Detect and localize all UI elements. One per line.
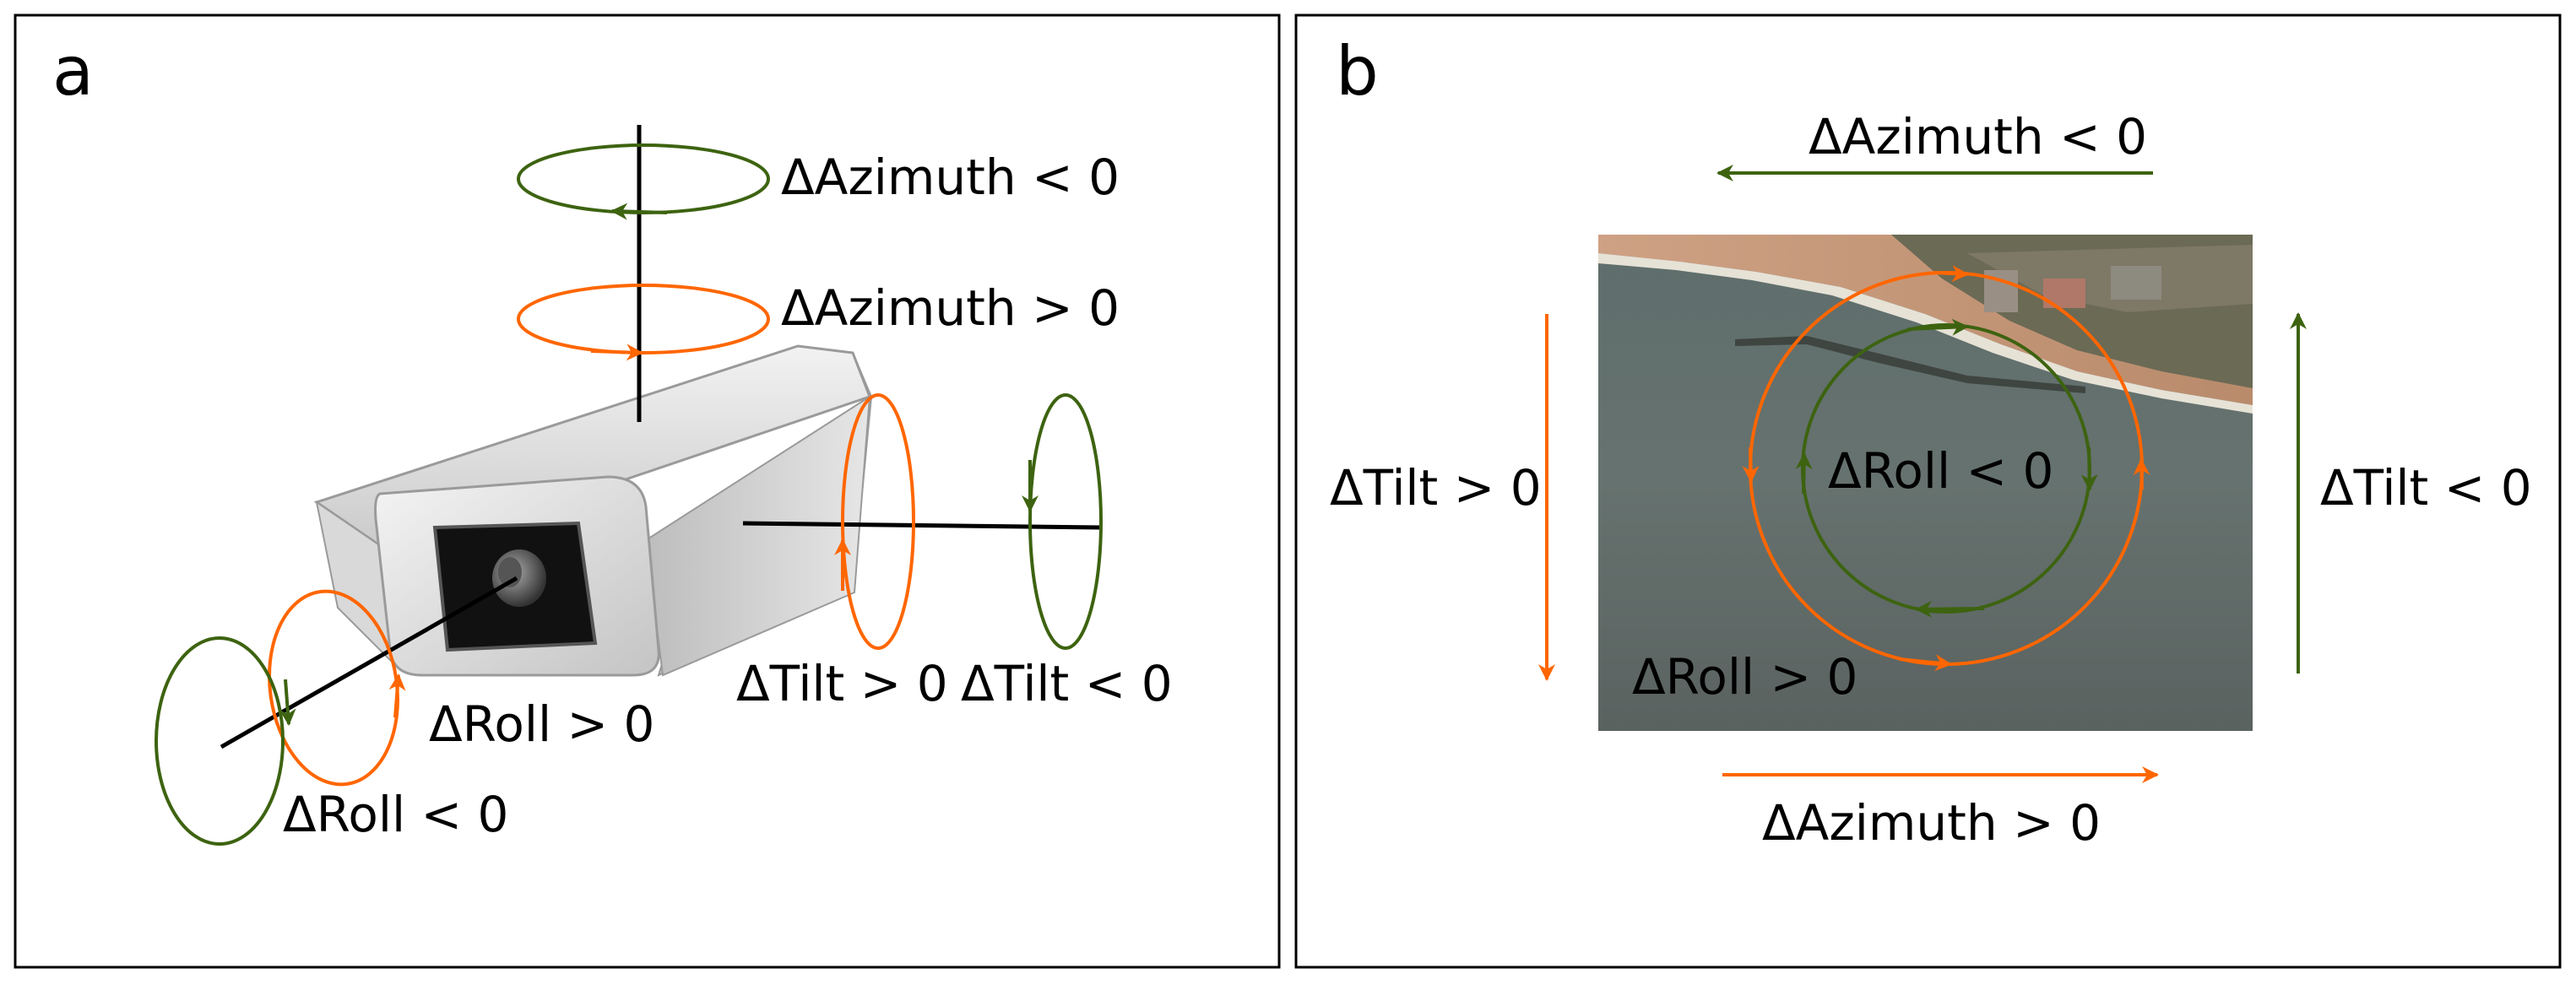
panel-a-frame	[14, 14, 1281, 969]
label-a-tilt-pos: ΔTilt > 0	[736, 655, 948, 712]
tilt-axis	[742, 521, 1103, 530]
azimuth-pos-rotation	[517, 284, 770, 354]
label-a-azimuth-neg: ΔAzimuth < 0	[781, 149, 1120, 206]
roll-pos-arrow	[388, 674, 406, 718]
label-b-roll-neg: ΔRoll < 0	[1828, 442, 2053, 500]
label-b-tilt-pos: ΔTilt > 0	[1330, 459, 1542, 517]
panel-a-letter: a	[52, 32, 94, 111]
azimuth-pos-arrow	[590, 344, 643, 361]
b-roll-pos-arrow-bottom	[1899, 654, 1952, 672]
tilt-neg-rotation	[1028, 393, 1103, 650]
b-roll-neg-arrow-right	[2080, 446, 2098, 491]
azimuth-neg-arrow	[610, 203, 668, 220]
tilt-pos-rotation	[841, 393, 915, 650]
label-b-azimuth-pos: ΔAzimuth > 0	[1762, 794, 2101, 852]
camera-illustration	[313, 344, 873, 677]
label-b-tilt-neg: ΔTilt < 0	[2320, 459, 2532, 517]
label-b-azimuth-neg: ΔAzimuth < 0	[1809, 108, 2147, 165]
roll-neg-arrow	[279, 679, 296, 726]
label-a-roll-neg: ΔRoll < 0	[283, 786, 508, 843]
roll-axis	[220, 576, 518, 749]
label-b-roll-pos: ΔRoll > 0	[1632, 648, 1857, 706]
b-roll-pos-arrow-top	[1933, 265, 1969, 283]
label-a-roll-pos: ΔRoll > 0	[429, 695, 654, 753]
camera-view-photo	[1598, 235, 2253, 731]
b-roll-neg-arrow-top	[1907, 318, 1969, 336]
label-a-azimuth-pos: ΔAzimuth > 0	[781, 279, 1120, 337]
panel-b-letter: b	[1336, 32, 1379, 111]
label-a-tilt-neg: ΔTilt < 0	[961, 655, 1173, 712]
b-roll-neg-arrow-left	[1795, 452, 1813, 495]
roll-neg-rotation	[155, 636, 285, 846]
b-roll-pos-arrow-left	[1742, 446, 1760, 483]
b-roll-pos-arrow-right	[2133, 458, 2150, 490]
